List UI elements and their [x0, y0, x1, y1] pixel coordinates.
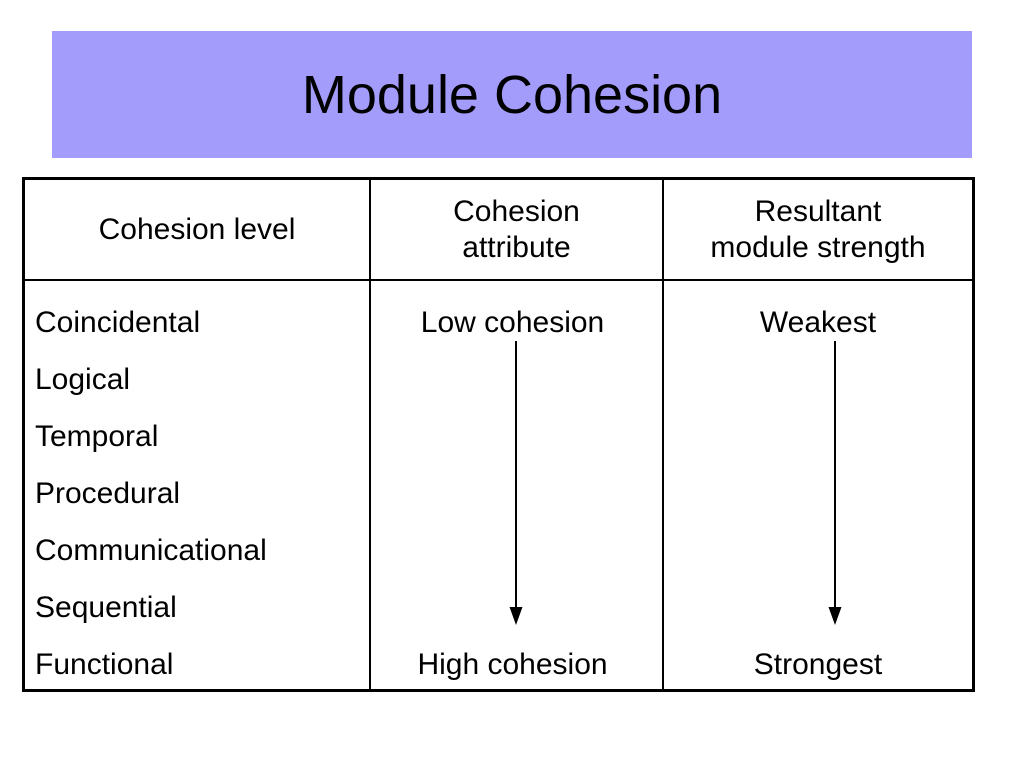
list-item: Temporal: [35, 420, 159, 453]
scale-top-label: Weakest: [759, 306, 877, 339]
scale-top-label: Low cohesion: [420, 306, 605, 339]
table-inner: Cohesion level Cohesion attribute Result…: [25, 180, 972, 689]
list-item: Functional: [35, 648, 174, 681]
header-line: Cohesion: [453, 195, 580, 229]
header-separator: [25, 279, 972, 281]
title-banner: Module Cohesion: [52, 31, 972, 158]
list-item: Communicational: [35, 534, 267, 567]
down-arrow-icon: [827, 341, 843, 627]
table-header-cohesion-attribute: Cohesion attribute: [371, 180, 662, 279]
column-divider-2: [662, 180, 664, 689]
scale-bottom-label: High cohesion: [417, 648, 608, 681]
list-item: Logical: [35, 363, 131, 396]
cohesion-table: Cohesion level Cohesion attribute Result…: [22, 177, 975, 692]
column-divider-1: [369, 180, 371, 689]
list-item: Sequential: [35, 591, 177, 624]
cohesion-level-list: Coincidental Logical Temporal Procedural…: [25, 281, 369, 689]
scale-bottom-label: Strongest: [753, 648, 883, 681]
cohesion-attribute-scale: Low cohesion High cohesion: [371, 281, 662, 689]
header-line: Resultant: [754, 195, 882, 229]
table-header-cohesion-level: Cohesion level: [25, 180, 369, 279]
table-header-resultant-module-strength: Resultant module strength: [664, 180, 972, 279]
page-title: Module Cohesion: [301, 64, 723, 125]
header-line: attribute: [462, 230, 571, 264]
header-line: module strength: [710, 230, 926, 264]
list-item: Coincidental: [35, 306, 201, 339]
header-line: Cohesion level: [98, 212, 296, 246]
resultant-module-strength-scale: Weakest Strongest: [664, 281, 972, 689]
list-item: Procedural: [35, 477, 181, 510]
down-arrow-icon: [508, 341, 524, 627]
